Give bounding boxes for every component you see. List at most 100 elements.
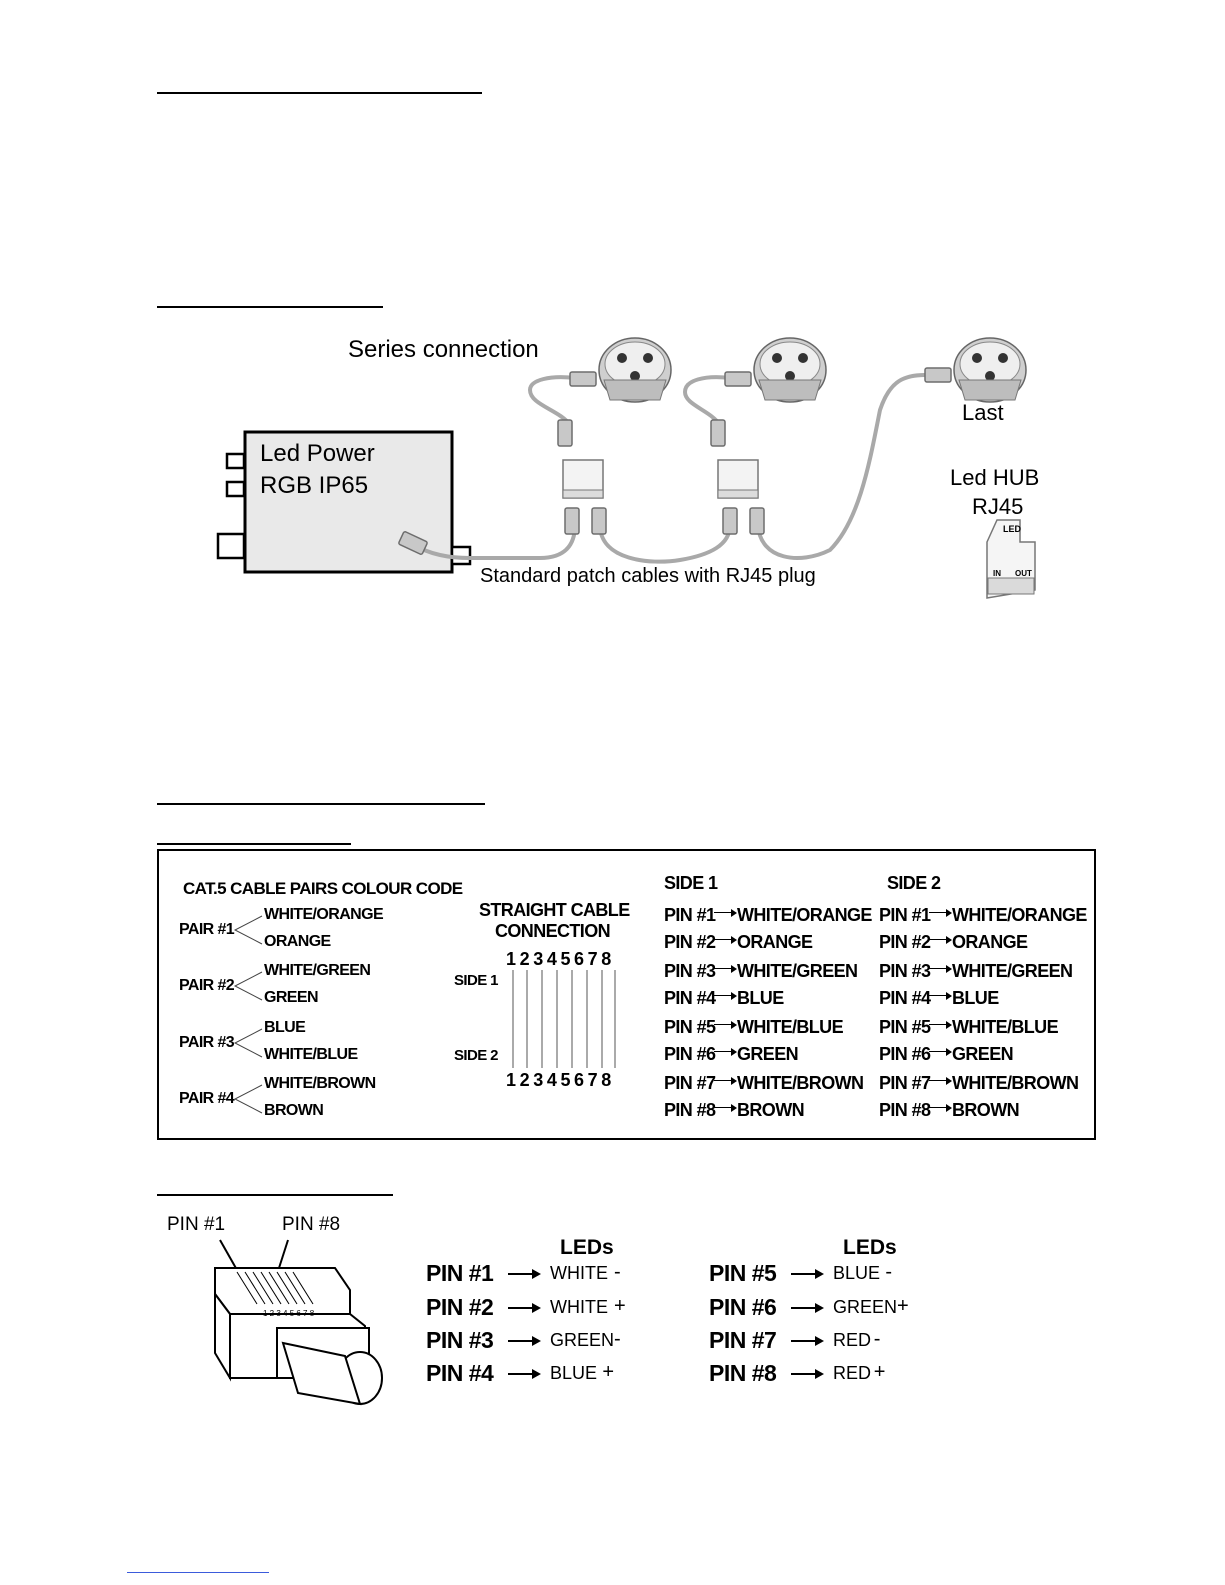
arrow-icon — [929, 1107, 949, 1108]
pair-brackets — [233, 915, 263, 1114]
arrow-icon — [791, 1373, 819, 1375]
led-colour: WHITE — [550, 1263, 608, 1283]
arrow-icon — [508, 1273, 536, 1275]
hub-label-2: RJ45 — [972, 494, 1024, 519]
pair-label: PAIR #4 — [179, 1090, 235, 1107]
side-pin-colour: BROWN — [737, 1100, 805, 1120]
side1-label: SIDE 1 — [454, 972, 499, 989]
side-pin-colour: GREEN — [737, 1044, 799, 1064]
arrow-icon — [946, 1048, 952, 1056]
arrow-icon — [714, 995, 734, 996]
led-colour: BLUE — [833, 1263, 881, 1283]
arrow-icon — [946, 1021, 952, 1029]
led-colour: RED — [833, 1363, 872, 1383]
plug-pin-last-label: PIN #8 — [282, 1214, 341, 1235]
side-pin-colour: WHITE/ORANGE — [737, 905, 872, 925]
side-pin-label: PIN #6 — [664, 1044, 716, 1064]
rj45-plug — [564, 507, 580, 535]
heading-underline-3 — [157, 803, 485, 805]
heading-underline-1 — [157, 92, 482, 94]
arrow-icon — [731, 909, 737, 917]
arrow-icon — [532, 1369, 541, 1379]
colour-code-title: CAT.5 CABLE PAIRS COLOUR CODE — [183, 879, 463, 898]
arrow-icon — [731, 1077, 737, 1085]
straight-cable-title-1: STRAIGHT CABLE — [479, 900, 630, 920]
cable-table-box: CAT.5 CABLE PAIRS COLOUR CODE PAIR #1 WHI… — [157, 849, 1096, 1140]
side-pin-label: PIN #4 — [664, 988, 716, 1008]
led-pin-label: PIN #7 — [709, 1327, 777, 1353]
power-box-label-1: Led Power — [260, 440, 375, 467]
pair-wire-colour: BLUE — [264, 1019, 306, 1036]
power-box-port-3 — [216, 532, 246, 560]
led-pin-label: PIN #5 — [709, 1260, 777, 1286]
led-polarity: - — [885, 1261, 893, 1283]
arrow-icon — [946, 1104, 952, 1112]
leds-header-1: LEDs — [560, 1236, 614, 1259]
led-pin-label: PIN #6 — [709, 1294, 777, 1320]
led-polarity: + — [602, 1361, 615, 1383]
arrow-icon — [929, 995, 949, 996]
side-pin-label: PIN #6 — [879, 1044, 931, 1064]
side2-header: SIDE 2 — [887, 873, 941, 893]
pin-numbers-top: 12345678 — [506, 949, 615, 969]
led-pin-label: PIN #4 — [426, 1360, 494, 1386]
pair-wire-colour: WHITE/ORANGE — [264, 906, 384, 923]
arrow-icon — [714, 1051, 734, 1052]
side-pin-colour: WHITE/BLUE — [952, 1017, 1059, 1037]
rj45-plug — [722, 507, 738, 535]
pair-wire-colour: BROWN — [264, 1102, 324, 1119]
arrow-icon — [714, 912, 734, 913]
led-pin-label: PIN #8 — [709, 1360, 777, 1386]
side-pin-colour: BROWN — [952, 1100, 1020, 1120]
side-pin-colour: GREEN — [952, 1044, 1014, 1064]
plug-pin-numbers: 1 2 3 4 5 6 7 8 — [263, 1309, 315, 1318]
side-pin-label: PIN #2 — [879, 932, 931, 952]
arrow-icon — [714, 968, 734, 969]
arrow-icon — [815, 1336, 824, 1346]
led-colour: GREEN — [833, 1297, 898, 1317]
side-pin-label: PIN #7 — [879, 1073, 931, 1093]
side-pin-label: PIN #2 — [664, 932, 716, 952]
cable-caption: Standard patch cables with RJ45 plug — [480, 565, 816, 587]
arrow-icon — [791, 1340, 819, 1342]
led-module — [753, 337, 827, 403]
arrow-icon — [929, 1080, 949, 1081]
arrow-icon — [946, 965, 952, 973]
side-pin-colour: ORANGE — [952, 932, 1028, 952]
arrow-icon — [508, 1307, 536, 1309]
arrow-icon — [532, 1269, 541, 1279]
led-colour: GREEN — [550, 1330, 615, 1350]
arrow-icon — [731, 1021, 737, 1029]
arrow-icon — [929, 939, 949, 940]
wiring-diagram-graphic: LED IN OUT — [216, 337, 1036, 599]
leds-header-2: LEDs — [843, 1236, 897, 1259]
led-polarity: - — [873, 1328, 881, 1350]
arrow-icon — [929, 912, 949, 913]
side-pin-colour: WHITE/ORANGE — [952, 905, 1087, 925]
rj45-plug — [924, 367, 952, 383]
led-polarity: + — [873, 1361, 886, 1383]
rj45-plug — [749, 507, 765, 535]
arrow-icon — [532, 1336, 541, 1346]
arrow-icon — [815, 1269, 824, 1279]
side-pin-colour: BLUE — [737, 988, 784, 1008]
series-connection-title: Series connection — [348, 336, 539, 363]
arrow-icon — [815, 1369, 824, 1379]
side-pin-label: PIN #8 — [879, 1100, 931, 1120]
last-label: Last — [962, 400, 1004, 425]
arrow-icon — [946, 909, 952, 917]
pair-label: PAIR #1 — [179, 921, 235, 938]
pair-label: PAIR #3 — [179, 1034, 235, 1051]
rj45-plug — [569, 371, 597, 387]
svg-text:IN: IN — [993, 569, 1001, 578]
heading-underline-5 — [157, 1194, 393, 1196]
arrow-icon — [791, 1307, 819, 1309]
arrow-icon — [731, 965, 737, 973]
side-pin-label: PIN #5 — [879, 1017, 931, 1037]
led-pin-label: PIN #1 — [426, 1260, 494, 1286]
plug-pin-first-label: PIN #1 — [167, 1214, 226, 1235]
side-pin-colour: ORANGE — [737, 932, 813, 952]
rj45-plug-drawing: 1 2 3 4 5 6 7 8 — [214, 1239, 383, 1406]
pair-wire-colour: WHITE/BLUE — [264, 1046, 358, 1063]
side-pin-label: PIN #1 — [664, 905, 716, 925]
